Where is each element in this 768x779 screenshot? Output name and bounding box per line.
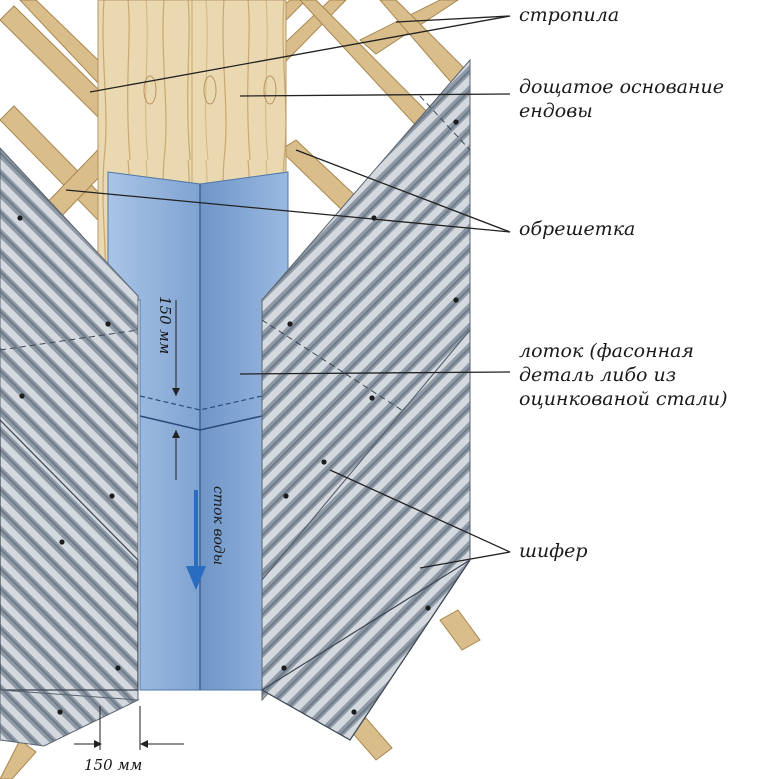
label-board-base-line2: ендовы (519, 100, 593, 122)
label-tray-line3: оцинкованой стали) (519, 388, 728, 410)
overlap-dimension (172, 300, 180, 480)
label-board-base-line1: дощатое основание (519, 76, 724, 98)
label-tray-line2: деталь либо из (519, 364, 677, 386)
slate-left-lower (0, 689, 140, 747)
slate-right-lower (260, 328, 471, 741)
overlap-dimension-label: 150 мм (156, 296, 174, 354)
water-flow-arrow (186, 490, 206, 590)
label-rafters: стропила (519, 4, 620, 26)
leader-lines (65, 15, 511, 569)
label-tray-line1: лоток (фасонная (519, 340, 695, 362)
label-slate: шифер (519, 540, 588, 562)
bottom-dimension-label: 150 мм (84, 756, 142, 774)
label-battens: обрешетка (519, 218, 636, 240)
bottom-dimension (74, 706, 184, 750)
water-flow-label: сток воды (210, 486, 226, 565)
